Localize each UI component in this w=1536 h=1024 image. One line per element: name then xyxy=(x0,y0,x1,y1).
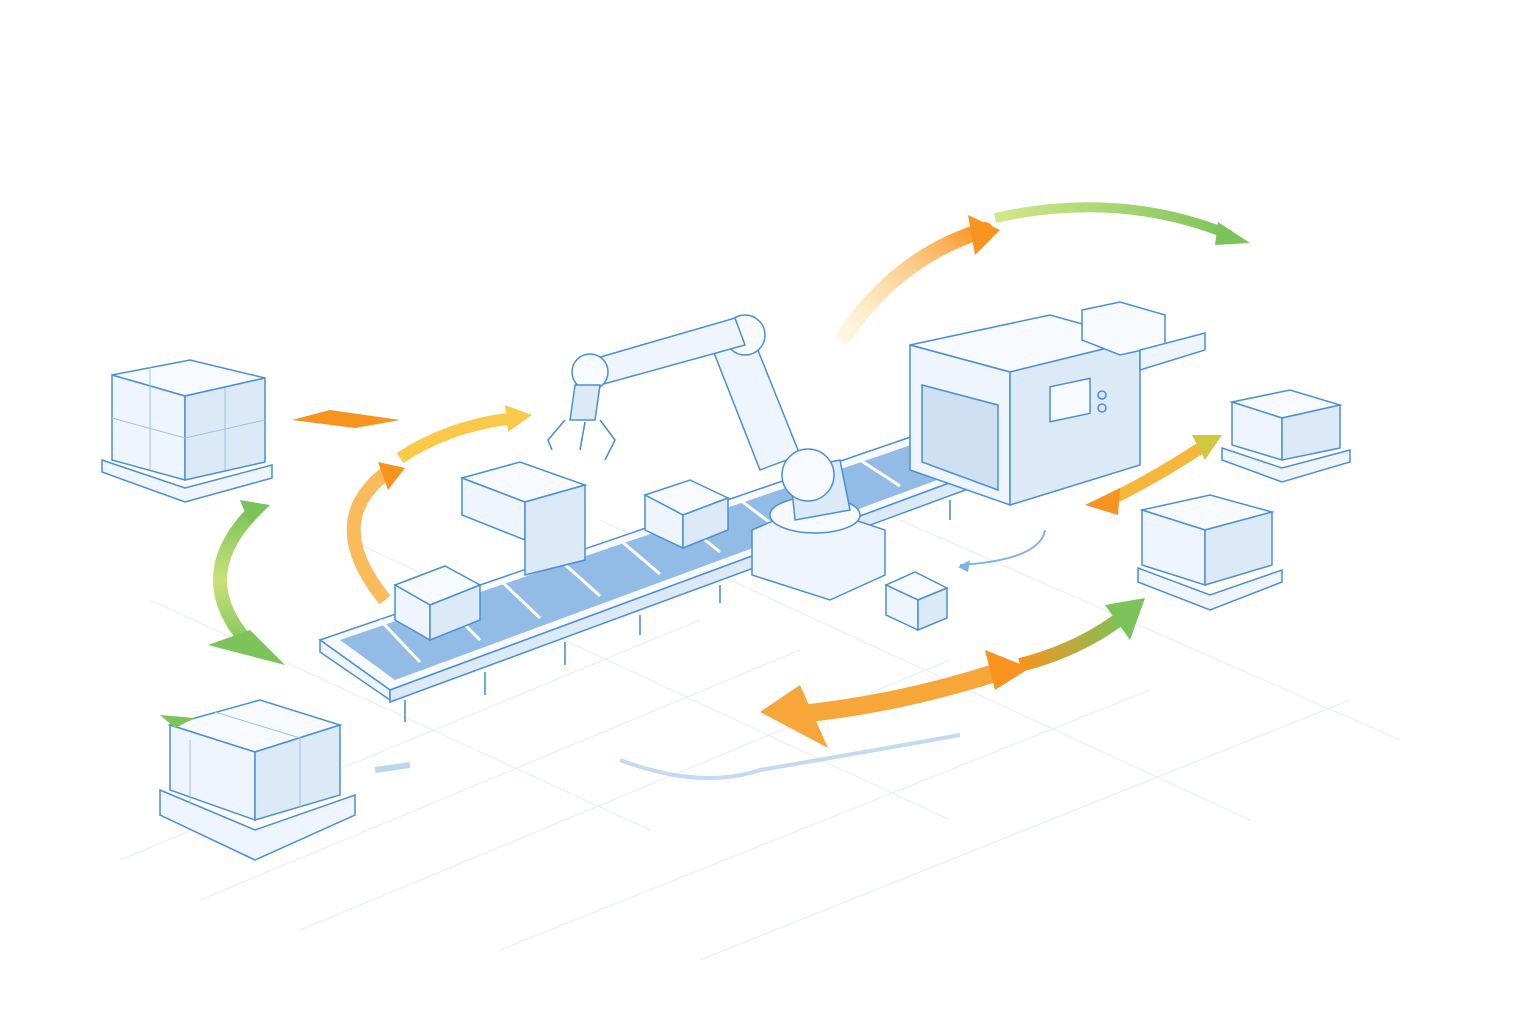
pallet-icon xyxy=(1221,389,1351,483)
pallet-icon xyxy=(1137,494,1283,611)
pallet-icon xyxy=(159,699,356,861)
flow-arrow-icon xyxy=(292,410,400,428)
flow-arrow-icon xyxy=(837,215,1000,343)
flow-arrow-icon xyxy=(993,202,1250,245)
floor-grid xyxy=(119,519,1401,961)
box-icon xyxy=(393,565,482,642)
box-icon xyxy=(643,479,730,550)
flow-arrow-icon xyxy=(160,715,195,728)
flow-arrow-icon xyxy=(208,500,285,665)
packaging-machine-icon xyxy=(909,301,1206,507)
floor-flow-lines xyxy=(374,529,1046,780)
pallet-icon xyxy=(101,359,273,503)
flow-arrow-icon xyxy=(1085,435,1222,515)
flow-arrow-icon xyxy=(396,405,532,464)
flow-arrow-icon xyxy=(1018,598,1145,672)
robot-arm-icon xyxy=(547,314,886,601)
box-icon xyxy=(884,571,949,632)
flow-arrow-icon xyxy=(760,650,1030,748)
scanner-station xyxy=(459,461,588,576)
flow-arrow-icon xyxy=(346,462,405,605)
